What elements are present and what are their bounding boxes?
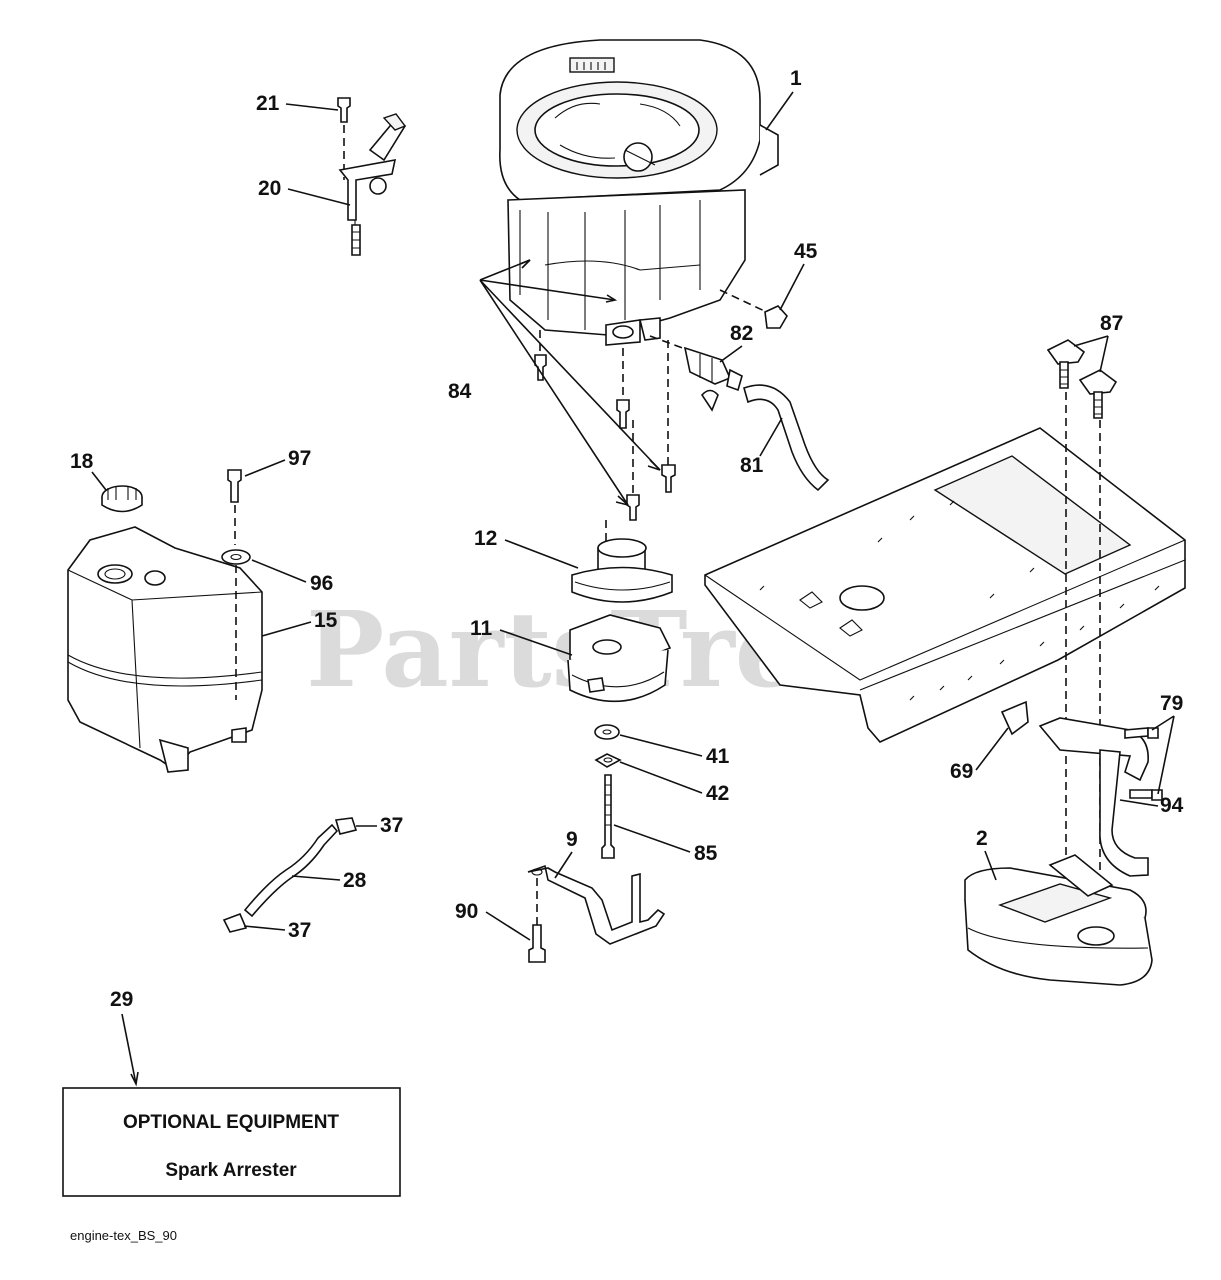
callout-96: 96 bbox=[251, 559, 333, 595]
callout-9: 9 bbox=[554, 828, 578, 879]
callout-85-label: 85 bbox=[694, 842, 718, 865]
part-2-muffler bbox=[964, 854, 1153, 986]
callout-69-label: 69 bbox=[950, 760, 973, 783]
callout-41: 41 bbox=[619, 734, 730, 768]
callout-21-label: 21 bbox=[256, 92, 280, 115]
part-90-bolt bbox=[528, 924, 546, 963]
part-69-gasket bbox=[1000, 700, 1029, 736]
part-79-bolts bbox=[1124, 727, 1163, 801]
callout-42: 42 bbox=[619, 761, 729, 805]
part-97-bolt bbox=[227, 469, 242, 503]
optional-equipment-box: OPTIONAL EQUIPMENT Spark Arrester bbox=[62, 1087, 401, 1197]
engine bbox=[499, 39, 779, 346]
callout-82-label: 82 bbox=[730, 322, 753, 345]
callout-9-label: 9 bbox=[566, 828, 578, 851]
callout-18-label: 18 bbox=[70, 450, 94, 473]
callout-69: 69 bbox=[950, 727, 1009, 783]
callout-11-label: 11 bbox=[470, 617, 493, 640]
part-41-washer bbox=[594, 724, 620, 740]
callout-87: 87 bbox=[1073, 312, 1123, 373]
callout-28-label: 28 bbox=[343, 869, 367, 892]
callout-21: 21 bbox=[256, 92, 339, 115]
part-37-clamp-upper bbox=[334, 817, 358, 835]
callout-15-label: 15 bbox=[314, 609, 338, 632]
callout-37-upper-label: 37 bbox=[380, 814, 403, 837]
callout-96-label: 96 bbox=[310, 572, 333, 595]
callout-97-label: 97 bbox=[288, 447, 311, 470]
callout-37-lower-label: 37 bbox=[288, 919, 311, 942]
callout-29-label: 29 bbox=[110, 988, 133, 1011]
callout-1: 1 bbox=[765, 67, 802, 131]
callout-20-label: 20 bbox=[258, 177, 281, 200]
callout-79-label: 79 bbox=[1160, 692, 1183, 715]
callout-37-lower: 37 bbox=[243, 919, 311, 942]
callout-85: 85 bbox=[613, 824, 718, 865]
part-37-clamp-lower bbox=[222, 912, 248, 933]
callout-11: 11 bbox=[470, 617, 573, 656]
callout-15: 15 bbox=[261, 609, 338, 637]
callout-12: 12 bbox=[474, 527, 579, 569]
callout-42-label: 42 bbox=[706, 782, 729, 805]
callout-97: 97 bbox=[244, 447, 311, 477]
chassis-frame bbox=[704, 427, 1186, 743]
part-96-washer bbox=[221, 549, 251, 565]
part-15-fuel-tank bbox=[67, 526, 263, 773]
optional-equipment-item: Spark Arrester bbox=[165, 1160, 297, 1181]
callout-18: 18 bbox=[70, 450, 107, 491]
part-81-hose bbox=[743, 384, 830, 492]
callout-79: 79 bbox=[1151, 692, 1183, 795]
callout-84: 84 bbox=[448, 380, 472, 403]
part-84-bolts bbox=[534, 330, 676, 521]
optional-equipment-title: OPTIONAL EQUIPMENT bbox=[123, 1112, 339, 1133]
callout-2: 2 bbox=[976, 827, 997, 881]
callout-90: 90 bbox=[455, 900, 531, 941]
callout-12-label: 12 bbox=[474, 527, 497, 550]
callout-94-label: 94 bbox=[1160, 794, 1184, 817]
callout-45-label: 45 bbox=[794, 240, 818, 263]
callout-94: 94 bbox=[1119, 794, 1184, 817]
part-87-bolts bbox=[1046, 339, 1118, 419]
callout-82: 82 bbox=[719, 322, 753, 363]
part-45-nut bbox=[764, 305, 788, 329]
callout-2-label: 2 bbox=[976, 827, 988, 850]
part-11-clutch bbox=[567, 614, 672, 703]
part-85-bolt bbox=[601, 774, 615, 859]
diagram-code: engine-tex_BS_90 bbox=[70, 1228, 177, 1243]
callout-20: 20 bbox=[258, 177, 351, 206]
part-28-fuel-line bbox=[243, 823, 339, 918]
callout-81: 81 bbox=[740, 417, 783, 477]
callout-90-label: 90 bbox=[455, 900, 478, 923]
callout-45: 45 bbox=[779, 240, 818, 311]
callout-41-label: 41 bbox=[706, 745, 730, 768]
callout-29: 29 bbox=[110, 988, 139, 1087]
part-18-fuel-cap bbox=[101, 485, 143, 513]
callout-28: 28 bbox=[291, 869, 367, 892]
callout-37-upper: 37 bbox=[356, 814, 403, 837]
callout-1-label: 1 bbox=[790, 67, 802, 90]
part-12-pulley bbox=[571, 538, 673, 603]
callout-81-label: 81 bbox=[740, 454, 764, 477]
part-82-fitting bbox=[649, 335, 743, 412]
callout-84-label: 84 bbox=[448, 380, 472, 403]
part-42-washer bbox=[594, 753, 622, 768]
part-9-bracket bbox=[527, 864, 666, 945]
callout-87-label: 87 bbox=[1100, 312, 1123, 335]
part-20-throttle bbox=[337, 97, 407, 256]
